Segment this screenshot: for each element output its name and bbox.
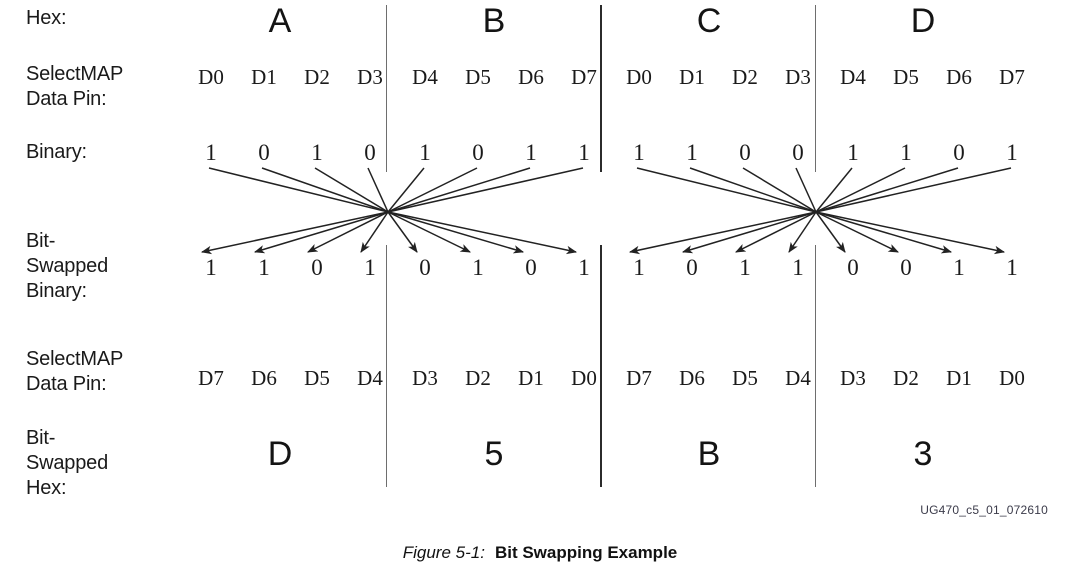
- pin-bottom-12: D3: [840, 366, 866, 390]
- pin-top-5: D5: [465, 65, 491, 89]
- pin-bottom-14: D1: [946, 366, 972, 390]
- pin-top-2: D2: [304, 65, 330, 89]
- pin-bottom-10: D5: [732, 366, 758, 390]
- binary-bit-3: 0: [364, 140, 376, 165]
- row-label-swapped-hex: Bit- Swapped Hex:: [26, 427, 108, 499]
- pin-top-11: D3: [785, 65, 811, 89]
- pin-bottom-7: D0: [571, 366, 597, 390]
- swapped-bit-5: 1: [472, 255, 484, 280]
- pin-top-3: D3: [357, 65, 383, 89]
- figure-id-tag: UG470_c5_01_072610: [920, 503, 1048, 517]
- hex-nibble-3: D: [910, 2, 936, 40]
- binary-bit-4: 1: [419, 140, 431, 165]
- swapped-bit-3: 1: [364, 255, 376, 280]
- binary-bit-0: 1: [205, 140, 217, 165]
- pin-top-12: D4: [840, 65, 866, 89]
- swapped-bit-11: 1: [792, 255, 804, 280]
- left-arrow-fan: [200, 167, 584, 255]
- pin-bottom-11: D4: [785, 366, 811, 390]
- pin-top-15: D7: [999, 65, 1025, 89]
- pin-top-0: D0: [198, 65, 224, 89]
- row-label-swapped-binary: Bit- Swapped Binary:: [26, 230, 108, 302]
- swapped-bit-9: 0: [686, 255, 698, 280]
- row-label-selectmap-top: SelectMAP Data Pin:: [26, 63, 124, 110]
- hex-nibble-0: A: [268, 2, 292, 40]
- pin-bottom-9: D6: [679, 366, 705, 390]
- pin-bottom-6: D1: [518, 366, 544, 390]
- pin-bottom-3: D4: [357, 366, 383, 390]
- swapped-bit-0: 1: [205, 255, 217, 280]
- swapped-bit-4: 0: [419, 255, 431, 280]
- swapped-hex-nibble-3: 3: [913, 435, 933, 473]
- figure-caption-title: Bit Swapping Example: [494, 543, 678, 562]
- figure-caption: Figure 5-1: Bit Swapping Example: [0, 543, 1080, 563]
- divider-lower-left: [386, 245, 387, 487]
- pin-top-8: D0: [626, 65, 652, 89]
- binary-bit-10: 0: [739, 140, 751, 165]
- hex-nibble-1: B: [482, 2, 506, 40]
- pin-top-7: D7: [571, 65, 597, 89]
- bit-swapping-figure: Hex: SelectMAP Data Pin: Binary: Bit- Sw…: [26, 2, 1048, 517]
- pin-bottom-8: D7: [626, 366, 652, 390]
- pin-top-9: D1: [679, 65, 705, 89]
- pin-bottom-13: D2: [893, 366, 919, 390]
- swapped-bit-1: 1: [258, 255, 270, 280]
- divider-upper-center: [600, 5, 602, 172]
- hex-nibble-2: C: [696, 2, 722, 40]
- swapped-bit-7: 1: [578, 255, 590, 280]
- divider-lower-right: [815, 245, 816, 487]
- binary-bit-2: 1: [311, 140, 323, 165]
- swapped-bit-6: 0: [525, 255, 537, 280]
- pin-bottom-1: D6: [251, 366, 277, 390]
- pin-top-10: D2: [732, 65, 758, 89]
- right-arrow-fan: [628, 167, 1012, 255]
- divider-lower-center: [600, 245, 602, 487]
- binary-bit-6: 1: [525, 140, 537, 165]
- binary-bit-8: 1: [633, 140, 645, 165]
- pin-top-4: D4: [412, 65, 438, 89]
- pin-bottom-0: D7: [198, 366, 224, 390]
- swapped-bit-10: 1: [739, 255, 751, 280]
- binary-bit-15: 1: [1006, 140, 1018, 165]
- binary-bit-5: 0: [472, 140, 484, 165]
- swapped-hex-nibble-2: B: [697, 435, 721, 473]
- row-label-binary: Binary:: [26, 141, 87, 163]
- swapped-hex-nibble-1: 5: [484, 435, 504, 473]
- swapped-hex-nibble-0: D: [267, 435, 293, 473]
- binary-bit-12: 1: [847, 140, 859, 165]
- figure-caption-number: Figure 5-1:: [402, 543, 485, 562]
- divider-upper-left: [386, 5, 387, 172]
- pin-top-14: D6: [946, 65, 972, 89]
- binary-bit-9: 1: [686, 140, 698, 165]
- divider-upper-right: [815, 5, 816, 172]
- binary-bit-13: 1: [900, 140, 912, 165]
- pin-bottom-5: D2: [465, 366, 491, 390]
- swapped-bit-12: 0: [847, 255, 859, 280]
- pin-top-1: D1: [251, 65, 277, 89]
- swapped-bit-15: 1: [1006, 255, 1018, 280]
- pin-top-6: D6: [518, 65, 544, 89]
- binary-bit-7: 1: [578, 140, 590, 165]
- binary-bit-1: 0: [258, 140, 270, 165]
- swapped-bit-14: 1: [953, 255, 965, 280]
- binary-bit-14: 0: [953, 140, 965, 165]
- row-label-selectmap-bottom: SelectMAP Data Pin:: [26, 348, 124, 395]
- binary-bit-11: 0: [792, 140, 804, 165]
- swapped-bit-13: 0: [900, 255, 912, 280]
- pin-bottom-4: D3: [412, 366, 438, 390]
- pin-bottom-2: D5: [304, 366, 330, 390]
- pin-top-13: D5: [893, 65, 919, 89]
- swapped-bit-8: 1: [633, 255, 645, 280]
- row-label-hex: Hex:: [26, 7, 67, 29]
- swapped-bit-2: 0: [311, 255, 323, 280]
- pin-bottom-15: D0: [999, 366, 1025, 390]
